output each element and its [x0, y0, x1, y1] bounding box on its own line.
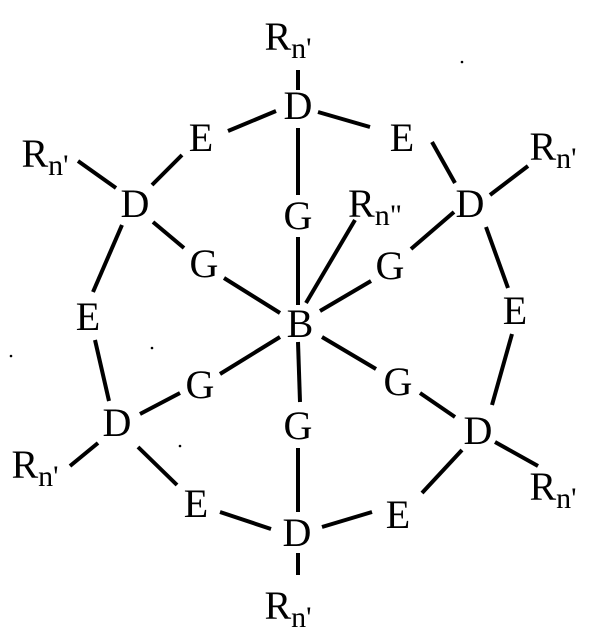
bond-line — [418, 391, 457, 419]
atom-d: D — [284, 83, 313, 128]
linker-g: G — [384, 359, 413, 404]
scan-specks — [9, 60, 464, 448]
atom-d: D — [103, 400, 132, 445]
atom-labels: B DEDEDEDEDEDEGGGGGGRn'Rn'Rn'Rn'Rn'Rn'Rn… — [11, 14, 576, 634]
bond-line — [490, 333, 514, 406]
substituent-rn-prime: Rn' — [21, 131, 68, 182]
substituent-rn-double-prime: Rn" — [348, 181, 402, 232]
linker-g: G — [190, 241, 219, 286]
bond-line — [420, 448, 464, 495]
atom-d: D — [283, 510, 312, 555]
linker-g: G — [284, 193, 313, 238]
bond-line — [296, 341, 302, 403]
bond-line — [93, 339, 111, 402]
atom-e: E — [390, 115, 414, 160]
bond-line — [219, 510, 272, 531]
substituent-rn-prime: Rn' — [264, 583, 311, 634]
linker-g: G — [284, 403, 313, 448]
bond-line — [227, 109, 277, 133]
atom-e: E — [386, 492, 410, 537]
bond-line — [150, 153, 184, 187]
speck — [150, 346, 154, 350]
atom-d: D — [456, 181, 485, 226]
bond-line — [68, 441, 100, 468]
substituent-rn-prime: Rn' — [264, 14, 311, 65]
bond-line — [318, 279, 373, 313]
bond-line — [320, 335, 378, 371]
speck — [178, 444, 182, 448]
bond-line — [151, 220, 186, 250]
bond-line — [430, 141, 457, 184]
atom-d: D — [464, 408, 493, 453]
bond-line — [136, 445, 179, 487]
bond-line — [484, 226, 510, 289]
bond-line — [409, 210, 456, 251]
bond-line — [321, 510, 373, 529]
center-atom-b: B — [287, 301, 314, 346]
atom-e: E — [189, 115, 213, 160]
speck — [9, 354, 13, 358]
atom-e: E — [503, 288, 527, 333]
substituent-rn-prime: Rn' — [11, 442, 58, 493]
bond-line — [488, 164, 530, 197]
bond-lines — [68, 70, 539, 575]
atom-d: D — [121, 181, 150, 226]
bond-line — [304, 218, 357, 305]
bond-line — [91, 224, 124, 293]
linker-g: G — [186, 362, 215, 407]
substituent-rn-prime: Rn' — [529, 464, 576, 515]
bond-line — [218, 335, 282, 376]
bond-line — [222, 276, 282, 315]
speck — [460, 60, 464, 64]
atom-e: E — [76, 294, 100, 339]
bond-line — [494, 440, 539, 468]
bond-line — [76, 159, 118, 190]
bond-line — [317, 110, 371, 129]
bond-line — [139, 391, 181, 416]
atom-e: E — [184, 481, 208, 526]
substituent-rn-prime: Rn' — [529, 124, 576, 175]
linker-g: G — [376, 243, 405, 288]
